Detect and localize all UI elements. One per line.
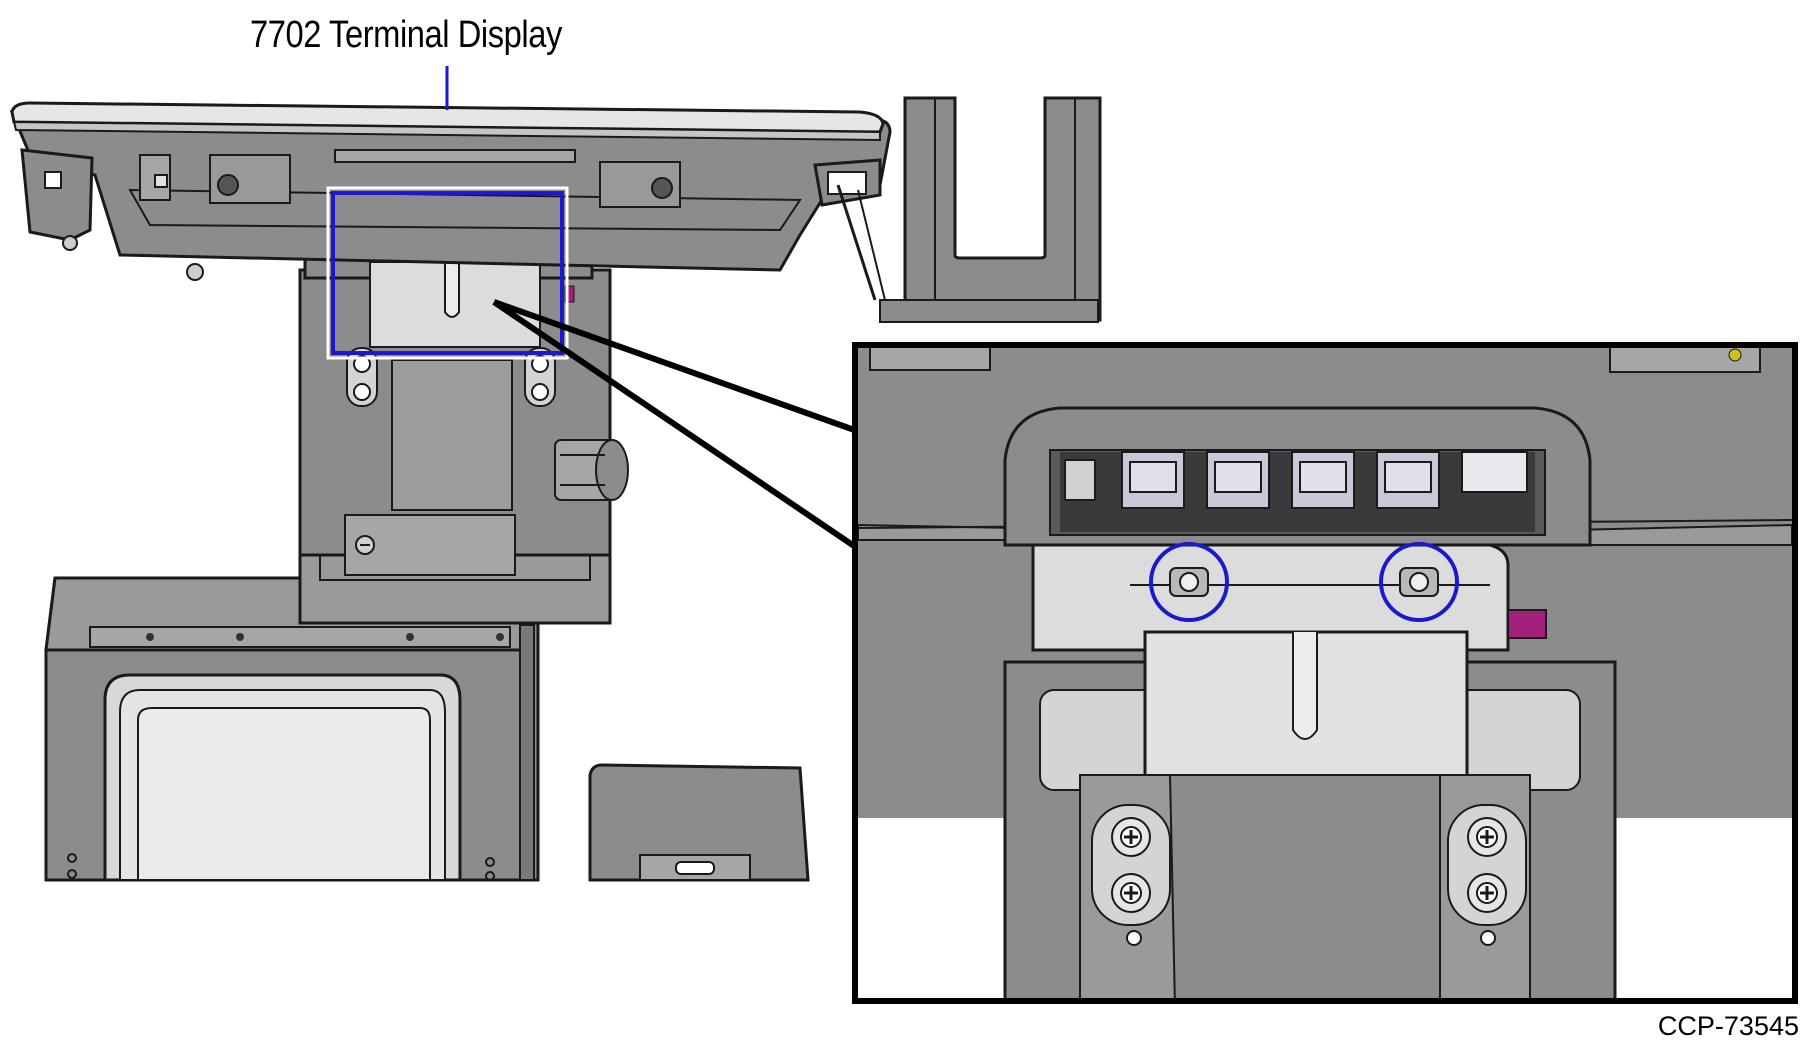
zoom-inset-frame xyxy=(852,342,1798,1004)
zoom-connector xyxy=(492,299,862,553)
base-unit xyxy=(44,576,540,882)
figure-id-label: CCP-73545 xyxy=(1657,1011,1799,1041)
left-screw-highlight xyxy=(1149,542,1229,622)
terminal-display xyxy=(9,101,892,301)
zoom-inset xyxy=(852,342,1798,1004)
side-device xyxy=(588,763,810,882)
right-screw-highlight xyxy=(1379,542,1459,622)
terminal-display-callout-label: 7702 Terminal Display xyxy=(250,14,562,56)
bracket-detail-highlight xyxy=(331,191,564,355)
u-stand xyxy=(879,96,1102,323)
